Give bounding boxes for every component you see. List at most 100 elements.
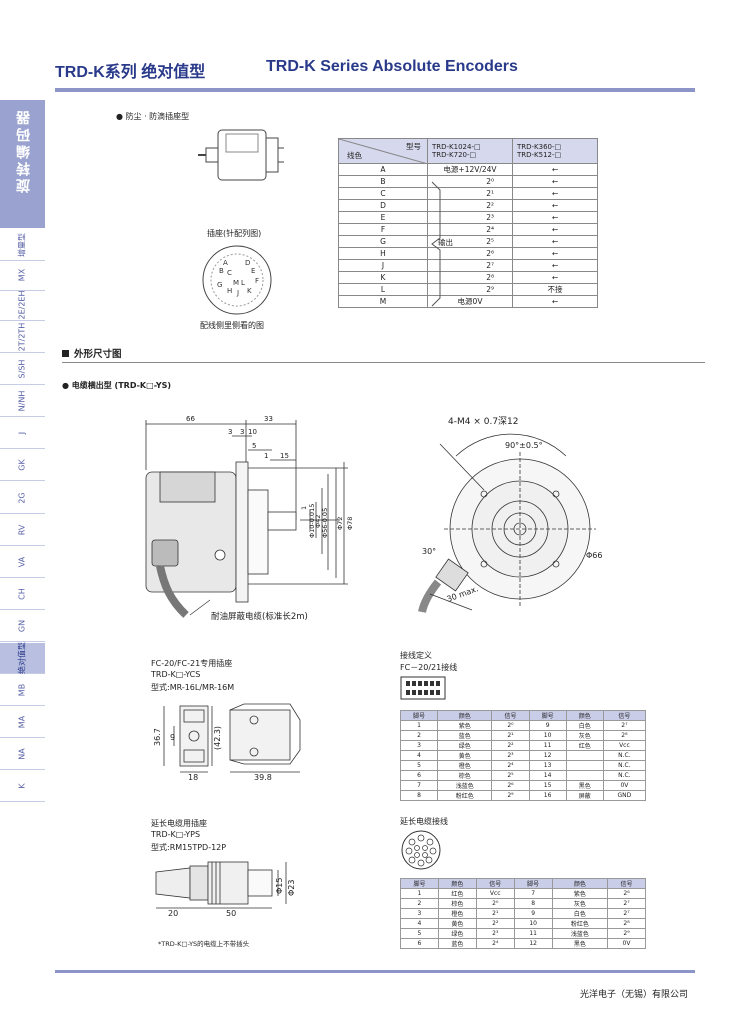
wire-cell: 白色 <box>565 720 604 731</box>
side-view-drawing: 66 33 3 3 10 5 1 15 1 Φ10-0.015 Φ42 Φ56-… <box>145 415 354 618</box>
front-angle2: 30° <box>422 547 436 556</box>
spec-cell: ← <box>512 223 598 236</box>
wire-cell: 蓝色 <box>437 730 493 741</box>
spec-cell: F <box>338 223 428 236</box>
wire-cell: 蓝色 <box>437 938 477 949</box>
wire-cell: 2³ <box>475 928 515 939</box>
wire-cell: 白色 <box>551 908 609 919</box>
fc-dim-398: 39.8 <box>254 773 272 782</box>
sidebar-item[interactable]: J <box>0 418 45 449</box>
sidebar-item[interactable]: 2E/2EH <box>0 290 45 321</box>
spec-cell: G <box>338 235 428 248</box>
front-angle: 90°±0.5° <box>505 441 543 450</box>
spec-cell: D <box>338 199 428 212</box>
sidebar-item[interactable]: MA <box>0 707 45 738</box>
sidebar-item[interactable]: MX <box>0 260 45 291</box>
fc-dim-423: (42.3) <box>213 726 222 750</box>
sidebar-item[interactable]: CH <box>0 579 45 610</box>
sidebar-item[interactable]: S/SH <box>0 354 45 385</box>
wire-header: 信号 <box>602 710 647 721</box>
wire-cell: 粉红色 <box>551 918 609 929</box>
spec-cell: ← <box>512 175 598 188</box>
footer-rule <box>55 970 695 973</box>
spec-cell: J <box>338 259 428 272</box>
sidebar-item[interactable]: NA <box>0 739 45 770</box>
fc-line1: FC-20/FC-21专用插座 <box>151 659 233 668</box>
wire-cell: 11 <box>528 740 567 751</box>
ext-dim-20: 20 <box>168 909 178 918</box>
spec-cell: C <box>338 187 428 200</box>
wire-cell: 2² <box>475 918 515 929</box>
wire-cell: 浅蓝色 <box>437 780 493 791</box>
spec-cell: ← <box>512 247 598 260</box>
spec-cell: A <box>338 163 428 176</box>
wire-cell: 12 <box>513 938 553 949</box>
sidebar-item[interactable]: 2T/2TH <box>0 322 45 353</box>
wire-cell: 灰色 <box>551 898 609 909</box>
sidebar-item[interactable]: 绝对值型 <box>0 642 45 674</box>
wire-cell: 棕色 <box>437 898 477 909</box>
wire-header: 脚号 <box>400 878 439 889</box>
sidebar-item[interactable]: K <box>0 771 45 802</box>
sidebar-item[interactable]: RV <box>0 515 45 546</box>
spec-cell: L <box>338 283 428 296</box>
fc-connector-drawing: 36.7 9 (42.3) 18 39.8 <box>153 703 301 782</box>
page-title-cn: TRD-K系列 绝对值型 <box>55 64 206 81</box>
wire-cell: 9 <box>513 908 553 919</box>
sidebar-item[interactable]: 增量型 <box>0 230 45 261</box>
wire-cell: 2¹ <box>475 908 515 919</box>
pin-label: C <box>227 269 232 277</box>
pin-label: B <box>219 267 224 275</box>
spec-cell: ← <box>512 295 598 308</box>
dim-5: 5 <box>252 442 256 450</box>
dimensions-section-title: 外形尺寸图 <box>62 346 122 360</box>
spec-table-wrap: 型号 线色 TRD-K1024-□ TRD-K720-□ TRD-K360-□ … <box>338 138 598 308</box>
wire-cell: N.C. <box>602 750 647 761</box>
fc-line3: 型式:MR-16L/MR-16M <box>151 683 235 692</box>
sidebar-main-category[interactable]: 旋转编码器 <box>0 100 45 228</box>
wire-cell: 5 <box>400 928 439 939</box>
wire-cell: 2⁸ <box>602 730 647 741</box>
wire-header: 脚号 <box>528 710 567 721</box>
connector-encoder-drawing <box>198 129 284 181</box>
wire-cell: 6 <box>400 938 439 949</box>
sidebar-item[interactable]: GN <box>0 611 45 642</box>
sidebar-item[interactable]: VA <box>0 547 45 578</box>
dim-v4: Φ56-0.05 <box>321 508 329 538</box>
dim-10: 10 <box>248 428 257 436</box>
dim-v6: Φ78 <box>346 517 354 530</box>
sidebar-item[interactable]: GK <box>0 450 45 481</box>
wire-cell: 2² <box>491 740 530 751</box>
wire-header: 信号 <box>607 878 646 889</box>
wire-cell: N.C. <box>602 770 647 781</box>
wiring-subtitle: FC－20/21接线 <box>400 663 458 672</box>
sidebar-item[interactable]: MB <box>0 675 45 706</box>
spec-cell: ← <box>512 271 598 284</box>
wire-cell <box>565 770 604 781</box>
wire-cell: N.C. <box>602 760 647 771</box>
dim-15: 15 <box>280 452 289 460</box>
wire-cell: 4 <box>399 750 439 761</box>
wire-cell: 紫色 <box>437 720 493 731</box>
sidebar-item[interactable]: N/NH <box>0 386 45 417</box>
sidebar-item[interactable]: 2G <box>0 483 45 514</box>
wire-cell: 8 <box>399 790 439 801</box>
dim-v3: Φ42 <box>314 515 322 528</box>
wire-cell: 2⁶ <box>491 780 530 791</box>
wire-cell: 粉红色 <box>437 790 493 801</box>
ext-connector-drawing: 20 50 Φ15 Φ23 <box>155 861 296 918</box>
spec-cell: ← <box>512 259 598 272</box>
wire-cell: 2⁴ <box>491 760 530 771</box>
pin-label: H <box>227 287 232 295</box>
